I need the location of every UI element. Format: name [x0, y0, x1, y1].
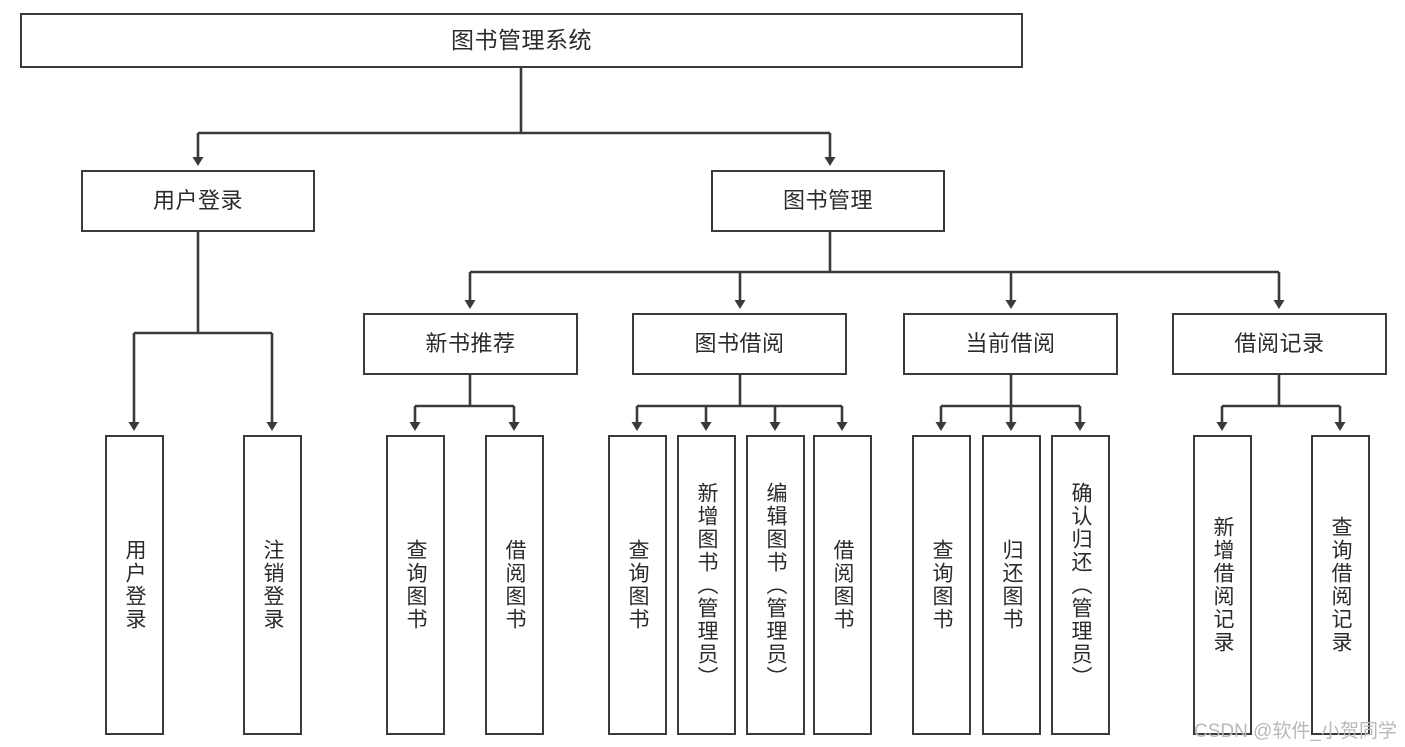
node-label: 用户登录 — [152, 188, 243, 214]
node-book-borrow[interactable]: 图书借阅 — [632, 313, 847, 375]
leaf-borrow-book-recommend[interactable]: 借阅图书 — [485, 435, 544, 735]
leaf-query-book-current[interactable]: 查询图书 — [912, 435, 971, 735]
node-label: 借阅图书 — [831, 539, 855, 631]
leaf-return-book[interactable]: 归还图书 — [982, 435, 1041, 735]
node-borrow-record[interactable]: 借阅记录 — [1172, 313, 1387, 375]
leaf-logout-login[interactable]: 注销登录 — [243, 435, 302, 735]
node-label: 注销登录 — [261, 539, 285, 631]
node-label: 新增借阅记录 — [1211, 516, 1235, 654]
node-label: 查询图书 — [404, 539, 428, 631]
leaf-user-login[interactable]: 用户登录 — [105, 435, 164, 735]
leaf-query-book-borrow[interactable]: 查询图书 — [608, 435, 667, 735]
node-label: 借阅记录 — [1234, 331, 1325, 357]
node-label: 归还图书 — [1000, 539, 1024, 631]
node-book-management[interactable]: 图书管理 — [711, 170, 945, 232]
node-label: 图书管理 — [782, 188, 873, 214]
node-label: 查询图书 — [930, 539, 954, 631]
node-current-borrow[interactable]: 当前借阅 — [903, 313, 1118, 375]
leaf-edit-book-admin[interactable]: 编辑图书（管理员） — [746, 435, 805, 735]
node-label: 图书管理系统 — [451, 26, 592, 53]
node-label: 编辑图书（管理员） — [764, 481, 788, 689]
node-new-book-recommend[interactable]: 新书推荐 — [363, 313, 578, 375]
leaf-add-book-admin[interactable]: 新增图书（管理员） — [677, 435, 736, 735]
node-label: 借阅图书 — [503, 539, 527, 631]
node-label: 新书推荐 — [425, 331, 516, 357]
node-label: 图书借阅 — [694, 331, 785, 357]
leaf-confirm-return-admin[interactable]: 确认归还（管理员） — [1051, 435, 1110, 735]
node-label: 新增图书（管理员） — [695, 481, 719, 689]
csdn-watermark: CSDN @软件_小贺同学 — [1194, 721, 1397, 742]
node-label: 当前借阅 — [965, 331, 1056, 357]
node-user-login[interactable]: 用户登录 — [81, 170, 315, 232]
node-label: 用户登录 — [123, 539, 147, 631]
leaf-add-borrow-record[interactable]: 新增借阅记录 — [1193, 435, 1252, 735]
node-root-system[interactable]: 图书管理系统 — [20, 13, 1023, 68]
node-label: 查询借阅记录 — [1329, 516, 1353, 654]
leaf-query-book-recommend[interactable]: 查询图书 — [386, 435, 445, 735]
node-label: 查询图书 — [626, 539, 650, 631]
leaf-borrow-book[interactable]: 借阅图书 — [813, 435, 872, 735]
node-label: 确认归还（管理员） — [1069, 481, 1093, 689]
leaf-query-borrow-record[interactable]: 查询借阅记录 — [1311, 435, 1370, 735]
